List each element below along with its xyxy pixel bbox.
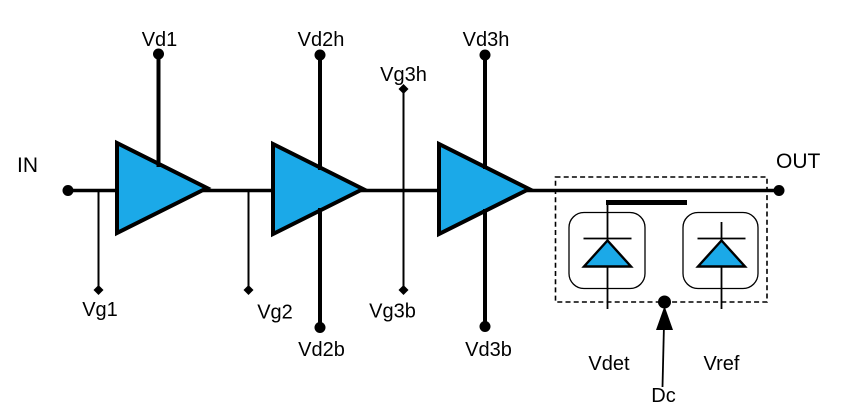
vg3h-label: Vg3h <box>380 64 427 86</box>
out-label: OUT <box>776 150 821 173</box>
dc-label: Dc <box>651 385 675 407</box>
vref-label: Vref <box>704 353 740 375</box>
detector-diode-triangle <box>581 238 634 268</box>
dc-pointer-line <box>661 323 665 388</box>
vd1-terminal-dot <box>153 48 164 60</box>
vg3b-label: Vg3b <box>369 301 416 323</box>
vd3h-label: Vd3h <box>463 29 510 51</box>
vd2b-terminal-dot <box>314 322 326 333</box>
vg3h-terminal-diamond <box>398 84 409 94</box>
diagram-labels: IN OUT Vd1 Vd2h Vg3h Vd3h Vg1 Vg2 Vd2b V… <box>17 29 821 407</box>
reference-diode-package <box>682 211 759 290</box>
vd2b-label: Vd2b <box>298 339 345 361</box>
gate-bias-stubs <box>93 84 409 295</box>
out-node-dot <box>773 185 785 196</box>
vd2h-terminal-dot <box>314 49 326 61</box>
in-label: IN <box>17 154 38 177</box>
vd2h-label: Vd2h <box>298 29 345 51</box>
vg1-label: Vg1 <box>82 299 118 321</box>
in-node-dot <box>62 185 74 196</box>
dc-pointer-arrowhead <box>656 306 673 330</box>
main-signal-path <box>62 185 785 196</box>
vd1-label: Vd1 <box>142 29 178 51</box>
detector-dashed-outline <box>554 176 768 303</box>
drain-supply-stubs <box>153 48 491 333</box>
vg2-label: Vg2 <box>257 302 293 324</box>
vg1-terminal-diamond <box>93 285 104 295</box>
vg2-terminal-diamond <box>243 285 254 295</box>
amp1-triangle <box>115 139 212 237</box>
dc-node-dot <box>658 295 671 309</box>
vd3h-terminal-dot <box>479 49 491 61</box>
amplifier-stage-1 <box>115 139 212 237</box>
vdet-label: Vdet <box>588 353 630 375</box>
reference-diode-triangle <box>695 238 748 268</box>
vd3b-terminal-dot <box>479 321 491 332</box>
vd3b-label: Vd3b <box>465 339 512 361</box>
detector-block <box>554 176 768 388</box>
vg3b-terminal-diamond <box>398 285 409 295</box>
